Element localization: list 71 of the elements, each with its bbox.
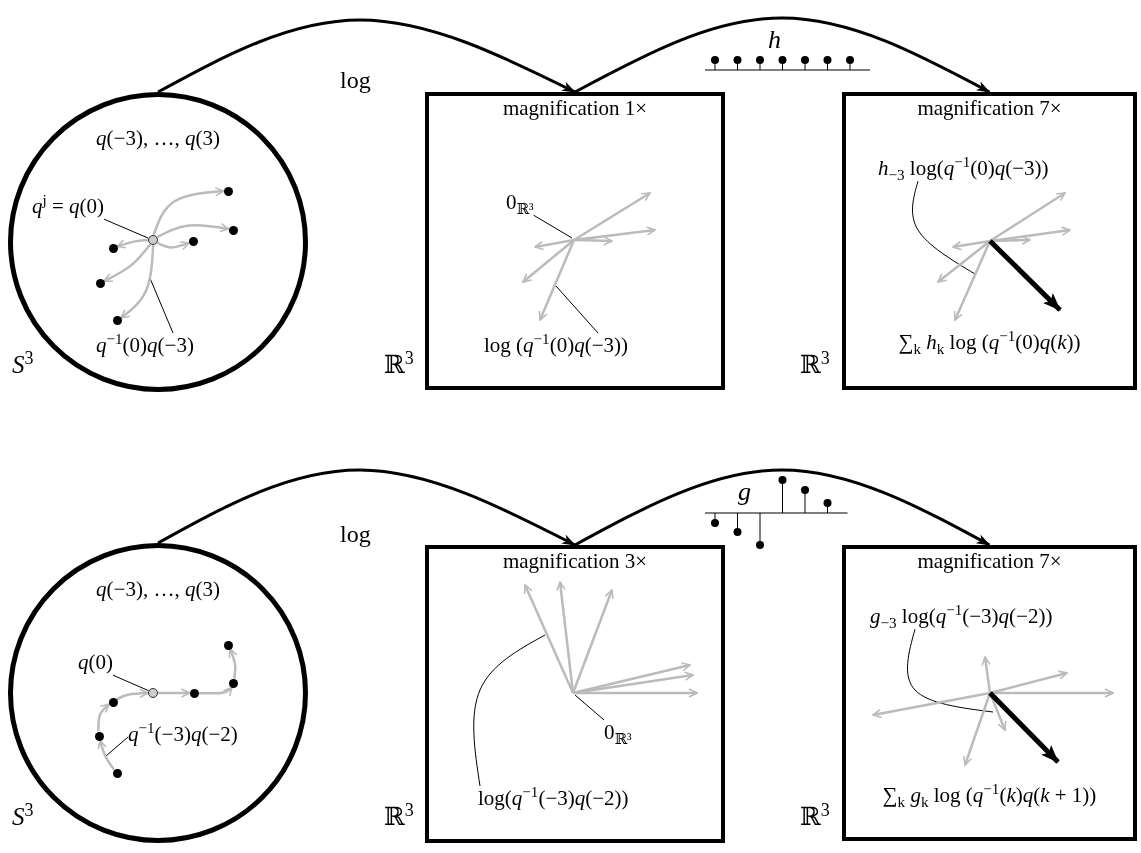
space-label: S$^{3}$ bbox=[12, 350, 34, 380]
point-marker bbox=[228, 678, 238, 688]
math-label: magnification 3× bbox=[501, 549, 649, 575]
filter-label: g bbox=[738, 476, 751, 508]
math-label: magnification 1× bbox=[501, 96, 649, 122]
arrow bbox=[157, 18, 576, 94]
filter-label: h bbox=[768, 24, 781, 56]
arrow bbox=[97, 703, 110, 732]
point-marker bbox=[95, 278, 105, 288]
space-label: S$^{3}$ bbox=[12, 802, 34, 832]
math-label: q(−3), …, q(3) bbox=[95, 126, 221, 152]
math-label: ∑$_{k}$ g$_{k}$ log (q$^{−1}$(k)q(k + 1)) bbox=[881, 783, 1098, 809]
leader-line bbox=[473, 634, 546, 787]
point-marker bbox=[112, 768, 122, 778]
space-label: ℝ$^{3}$ bbox=[800, 802, 830, 832]
point-marker bbox=[188, 236, 198, 246]
math-label: magnification 7× bbox=[916, 96, 1063, 122]
arrow bbox=[574, 16, 991, 94]
space-label: ℝ$^{3}$ bbox=[800, 350, 830, 380]
space-frame bbox=[842, 545, 1137, 841]
sphere-circle bbox=[8, 543, 308, 843]
math-label: g$_{−3}$ log(q$^{−1}$(−3)q(−2)) bbox=[870, 604, 1053, 630]
math-label: magnification 7× bbox=[916, 549, 1063, 575]
arrow bbox=[157, 468, 576, 547]
math-label: log(q$^{−1}$(−3)q(−2)) bbox=[478, 786, 629, 812]
point-marker bbox=[94, 731, 104, 741]
math-label: q(0) bbox=[78, 650, 113, 676]
math-label: q$^{j}$ = q(0) bbox=[32, 194, 105, 220]
arrow bbox=[116, 238, 149, 249]
point-marker bbox=[108, 243, 118, 253]
leader-line bbox=[907, 628, 994, 713]
space-label: ℝ$^{3}$ bbox=[384, 802, 414, 832]
arrow bbox=[198, 686, 233, 697]
leader-line bbox=[112, 674, 150, 692]
leader-line bbox=[912, 180, 976, 275]
math-label: h$_{−3}$ log(q$^{−1}$(0)q(−3)) bbox=[878, 156, 1049, 182]
arrow bbox=[97, 739, 116, 771]
arrow bbox=[228, 648, 238, 679]
arrow bbox=[103, 243, 152, 283]
point-marker bbox=[148, 688, 158, 698]
math-label: 0$_{ℝ³}$ bbox=[604, 720, 632, 746]
arrow bbox=[156, 222, 230, 239]
math-label: q(−3), …, q(3) bbox=[95, 577, 221, 603]
point-marker bbox=[228, 225, 238, 235]
leader-line bbox=[105, 736, 129, 757]
leader-line bbox=[574, 694, 605, 721]
point-marker bbox=[223, 640, 233, 650]
space-frame bbox=[842, 92, 1137, 390]
point-marker bbox=[108, 697, 118, 707]
space-frame bbox=[425, 92, 725, 390]
math-label: log (q$^{−1}$(0)q(−3)) bbox=[484, 333, 628, 359]
arrow bbox=[152, 186, 225, 236]
math-label: ∑$_{k}$ h$_{k}$ log (q$^{−1}$(0)q(k)) bbox=[897, 330, 1082, 356]
point-marker bbox=[148, 235, 158, 245]
arrow bbox=[574, 468, 991, 547]
sphere-circle bbox=[8, 92, 308, 392]
point-marker bbox=[112, 315, 122, 325]
point-marker bbox=[189, 688, 199, 698]
math-label: q$^{−1}$(0)q(−3) bbox=[96, 333, 194, 359]
arrow bbox=[156, 241, 190, 251]
arrow bbox=[116, 688, 149, 701]
arrow bbox=[120, 244, 155, 319]
space-frame bbox=[425, 545, 725, 843]
leader-line bbox=[555, 285, 599, 334]
arrow bbox=[158, 688, 191, 698]
leader-line bbox=[533, 214, 573, 239]
space-label: ℝ$^{3}$ bbox=[384, 350, 414, 380]
math-label: q$^{−1}$(−3)q(−2) bbox=[128, 722, 238, 748]
leader-line bbox=[103, 218, 149, 239]
math-label: 0$_{ℝ³}$ bbox=[506, 190, 534, 216]
point-marker bbox=[223, 186, 233, 196]
